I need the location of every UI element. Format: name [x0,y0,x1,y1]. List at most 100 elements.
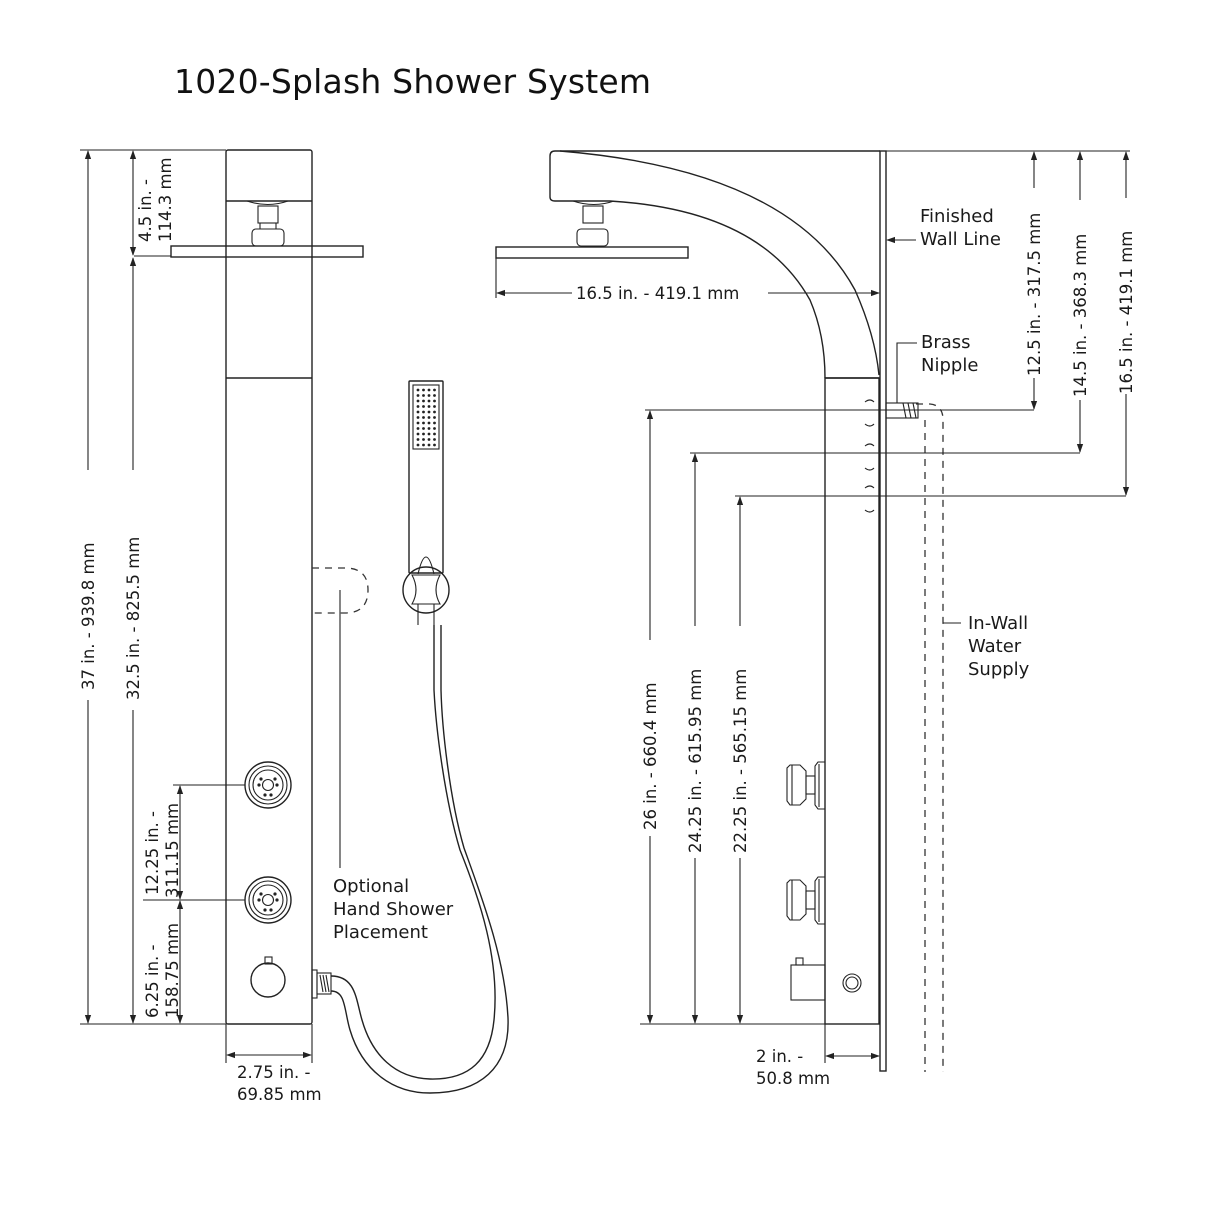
nozzle-dot [416,427,420,430]
brass-nipple-icon [885,342,919,419]
nozzle-dot [433,438,436,441]
nozzle-dot [422,405,425,408]
dimension-head-height: 4.5 in. - 114.3 mm [129,150,175,257]
body-jet-side-icon [786,761,825,810]
nozzle-dot [427,438,431,441]
nozzle-dot [416,394,420,397]
hose-icon [330,625,509,1094]
nozzle-dot [433,405,436,408]
in-wall-supply-outline [916,403,961,1072]
nozzle-dot [416,399,420,403]
nozzle-dot [416,438,420,441]
nozzle-dot [433,427,436,430]
nozzle-dot [422,427,425,430]
dimension-inlet1-top: 12.5 in. - 317.5 mm [1025,151,1044,410]
dimension-inlet3-top: 16.5 in. - 419.1 mm [1117,151,1136,496]
dimension-wall-offset: 2 in. - 50.8 mm [756,1024,880,1088]
water-inlet-icons [864,399,875,513]
nozzle-dot [427,427,431,430]
total-height-label: 37 in. - 939.8 mm [79,542,98,690]
nozzle-dot [427,421,431,425]
nozzle-dot [422,394,425,397]
svg-text:Brass: Brass [921,332,971,353]
dimension-total-height: 37 in. - 939.8 mm [79,149,226,1025]
brass-nipple-label: Brass Nipple [921,332,978,376]
nozzle-dot [433,443,436,447]
nozzle-dot [433,399,436,403]
body-jet-side-icon [786,876,825,925]
nozzle-dot [422,399,425,403]
diagram-title: 1020-Splash Shower System [174,62,652,101]
nozzle-dot [433,421,436,425]
shower-arm-side [549,150,880,379]
hose-fitting-icon [311,969,332,999]
head-reach-label: 16.5 in. - 419.1 mm [576,284,739,303]
finished-wall-line [879,150,887,1072]
dimension-head-reach: 16.5 in. - 419.1 mm [495,258,880,303]
control-knob-side-icon [790,957,862,1001]
nozzle-dot [427,416,431,419]
dimension-inlet3-bottom: 22.25 in. - 565.15 mm [731,496,750,1024]
nozzle-dot [427,399,431,403]
dimension-inlet1-bottom: 26 in. - 660.4 mm [641,410,660,1024]
nozzle-dot [422,388,425,392]
dimension-body-height: 32.5 in. - 825.5 mm [124,257,143,1024]
nozzle-dot [416,421,420,425]
nozzle-dot [433,388,436,392]
dimension-jet-spacing: 12.25 in. - 311.15 mm [143,784,245,901]
head-height-label-line1: 4.5 in. - [136,179,155,242]
side-view: 16.5 in. - 419.1 mm Finished Wall Line B… [495,150,1136,1088]
finished-wall-label: Finished Wall Line [886,206,1001,250]
jet-spacing-label-line1: 12.25 in. - [143,811,162,895]
svg-text:Placement: Placement [333,922,428,943]
control-knob-icon [250,956,286,998]
nozzle-dot [416,432,420,436]
svg-text:Nipple: Nipple [921,355,978,376]
body-jet-icon [244,876,292,924]
nozzle-dot [433,432,436,436]
nozzle-dot [422,410,425,414]
nozzle-dot [416,410,420,414]
nozzle-dot [422,416,425,419]
nozzle-dot [416,388,420,392]
svg-text:16.5 in. - 419.1 mm: 16.5 in. - 419.1 mm [1117,231,1136,394]
svg-text:In-Wall: In-Wall [968,613,1028,634]
nozzle-dot [433,394,436,397]
dimension-inlet2-top: 14.5 in. - 368.3 mm [1071,151,1090,453]
rain-shower-head-icon [170,200,364,258]
svg-text:Supply: Supply [968,659,1030,680]
svg-text:26 in. - 660.4 mm: 26 in. - 660.4 mm [641,682,660,830]
nozzle-dot [427,443,431,447]
svg-text:2 in. -: 2 in. - [756,1047,803,1066]
rain-shower-head-side-icon [495,200,689,259]
svg-text:12.5 in. - 317.5 mm: 12.5 in. - 317.5 mm [1025,213,1044,376]
hand-shower-icon [402,380,450,625]
svg-text:Wall Line: Wall Line [920,229,1001,250]
body-height-label: 32.5 in. - 825.5 mm [124,537,143,700]
bottom-jet-label-line1: 6.25 in. - [143,944,162,1018]
panel-width-label-line1: 2.75 in. - [237,1063,311,1082]
svg-text:Finished: Finished [920,206,994,227]
side-panel [824,377,880,1025]
panel-width-label-line2: 69.85 mm [237,1085,322,1104]
svg-text:Optional: Optional [333,876,409,897]
nozzle-dot [422,432,425,436]
nozzle-dot [427,394,431,397]
dimension-panel-width: 2.75 in. - 69.85 mm [225,1024,322,1104]
nozzle-dot [427,432,431,436]
svg-text:Water: Water [968,636,1022,657]
nozzle-dot [433,410,436,414]
nozzle-dot [433,416,436,419]
nozzle-dot [416,405,420,408]
nozzle-dot [422,438,425,441]
nozzle-dot [422,421,425,425]
nozzle-dot [427,388,431,392]
svg-text:14.5 in. - 368.3 mm: 14.5 in. - 368.3 mm [1071,234,1090,397]
bottom-jet-label-line2: 158.75 mm [163,923,182,1018]
front-panel [225,149,313,1025]
nozzle-dot [427,410,431,414]
body-jet-icon [244,761,292,809]
nozzle-dot [422,443,425,447]
optional-placement-outline [312,567,369,868]
water-supply-label: In-Wall Water Supply [968,613,1030,680]
